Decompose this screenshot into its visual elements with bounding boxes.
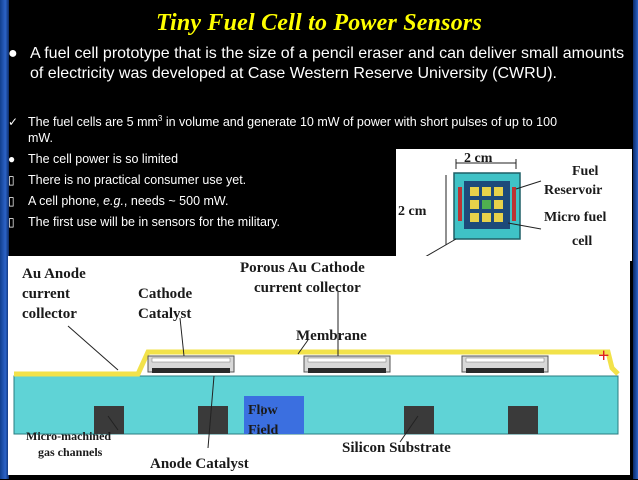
sub-bullet-4-em: e.g. [103, 194, 124, 208]
slide-title: Tiny Fuel Cell to Power Sensors [155, 10, 482, 36]
sub-bullet-1-sup: 3 [157, 113, 163, 123]
micro-machined-label-1: Micro-machined [26, 429, 111, 443]
checkmark-icon: ✓ [8, 115, 19, 129]
box-bullet-icon: ▯ [8, 173, 15, 187]
slide-left-edge [0, 0, 9, 479]
sub-bullet-3-text: There is no practical consumer use yet. [28, 173, 247, 187]
gas-channel [94, 406, 124, 434]
box-bullet-icon: ▯ [8, 215, 15, 229]
sub-bullet-5-text: The first use will be in sensors for the… [28, 215, 280, 229]
bullet-dot-icon: ● [8, 152, 16, 166]
gas-channel [198, 406, 228, 434]
reservoir-label: Reservoir [544, 183, 602, 198]
sub-bullet-1-text-a: The fuel cells are 5 mm [28, 115, 158, 129]
anode-catalyst-label: Anode Catalyst [150, 456, 249, 472]
micro-machined-label-2: gas channels [38, 445, 103, 459]
membrane-layer [14, 349, 620, 377]
gas-channel [508, 406, 538, 434]
cell-label: cell [572, 234, 592, 249]
silicon-substrate-label: Silicon Substrate [342, 440, 451, 456]
sub-bullet-4-text-b: , needs ~ 500 mW. [123, 194, 229, 208]
field-label: Field [248, 423, 279, 438]
dim-height-label: 2 cm [398, 204, 427, 219]
micro-cell-grid [470, 187, 503, 222]
flow-field-channel [244, 396, 304, 434]
cathode-stack [461, 355, 549, 373]
cathode-stack [147, 355, 235, 373]
sub-bullet-1-text-b: in volume and generate 10 mW of power wi… [28, 115, 558, 145]
sub-bullet-2: ● The cell power is so limited [8, 151, 568, 167]
fuel-cell-device-figure: 2 cm 2 cm Fuel Reservoir Micro fuel cell [396, 149, 632, 262]
main-bullet: ● A fuel cell prototype that is the size… [8, 44, 628, 84]
sub-bullet-4-text-a: A cell phone, [28, 194, 104, 208]
sub-bullet-5: ▯ The first use will be in sensors for t… [8, 214, 568, 230]
porous-cathode-label-2: current collector [254, 280, 361, 296]
cathode-catalyst-label-2: Catalyst [138, 306, 191, 322]
cathode-stack [303, 355, 391, 373]
dim-width-label: 2 cm [464, 151, 493, 166]
plus-sign: + [598, 345, 609, 367]
sub-bullet-4: ▯ A cell phone, e.g., needs ~ 500 mW. [8, 193, 568, 209]
au-anode-label-1: Au Anode [22, 266, 86, 282]
flow-label: Flow [248, 403, 278, 418]
sub-bullet-2-text: The cell power is so limited [28, 152, 179, 166]
slide-right-edge [633, 0, 638, 479]
box-bullet-icon: ▯ [8, 194, 15, 208]
sub-bullet-3: ▯ There is no practical consumer use yet… [8, 172, 568, 188]
micro-fuel-label: Micro fuel [544, 210, 606, 225]
fuel-label: Fuel [572, 164, 599, 179]
au-anode-label-3: collector [22, 306, 77, 322]
au-anode-label-2: current [22, 286, 70, 302]
sub-bullet-1: ✓ The fuel cells are 5 mm3 in volume and… [8, 114, 568, 146]
cross-section-figure: Au Anode current collector Cathode Catal… [8, 256, 630, 475]
membrane-label: Membrane [296, 328, 367, 344]
porous-cathode-label-1: Porous Au Cathode [240, 260, 365, 276]
cathode-catalyst-label-1: Cathode [138, 286, 193, 302]
main-bullet-text: A fuel cell prototype that is the size o… [30, 45, 625, 82]
bullet-dot-icon: ● [8, 45, 18, 62]
